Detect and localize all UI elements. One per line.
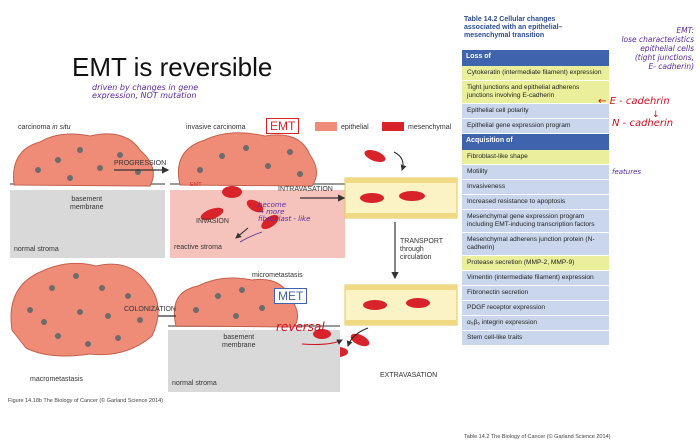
driven-annotation: driven by changes in gene expression, NO… xyxy=(92,83,199,100)
invasive-carcinoma-panel xyxy=(170,132,345,258)
table-row: Motility xyxy=(462,165,609,180)
table-row: Mesenchymal gene expression program incl… xyxy=(462,210,609,233)
macrometastasis-label: macrometastasis xyxy=(30,376,83,383)
normal-stroma-label-1: normal stroma xyxy=(14,246,59,253)
down-arrow-icon: ↓ xyxy=(652,110,660,120)
table-row: Epithelial cell polarity xyxy=(462,104,609,119)
blood-vessel-intravasation xyxy=(344,149,458,219)
legend-mesenchymal-label: mesenchymal xyxy=(408,124,452,131)
mesenchymal-cells-invading xyxy=(200,186,279,230)
table-row: α₅β₆ integrin expression xyxy=(462,316,609,331)
tumor-cell-cluster-1 xyxy=(13,133,154,187)
table-caption: Table 14.2 The Biology of Cancer (© Garl… xyxy=(464,434,611,440)
table-row: Epithelial gene expression program xyxy=(462,119,609,134)
intravasation-label: INTRAVASATION xyxy=(278,186,333,193)
table-row: Vimentin (intermediate filament) express… xyxy=(462,271,609,286)
section-loss-header: Loss of xyxy=(462,50,609,66)
section-acquisition-header: Acquisition of xyxy=(462,134,609,150)
micrometastasis-panel xyxy=(168,277,340,392)
macrometastasis-panel xyxy=(10,262,159,357)
carcinoma-in-situ-panel xyxy=(10,133,165,258)
invasion-label: INVASION xyxy=(196,218,229,225)
micrometastasis-label: micrometastasis xyxy=(252,272,303,279)
legend-epithelial-label: epithelial xyxy=(341,124,369,131)
tumor-cell-cluster-2 xyxy=(177,132,317,187)
figure-caption: Figure 14.18b The Biology of Cancer (© G… xyxy=(8,398,163,404)
table-row: Fibronectin secretion xyxy=(462,286,609,301)
slide-title: EMT is reversible xyxy=(72,52,273,82)
extravasation-label: EXTRAVASATION xyxy=(380,372,438,379)
table-row: PDGF receptor expression xyxy=(462,301,609,316)
progression-label: PROGRESSION xyxy=(114,160,167,167)
reactive-stroma-label: reactive stroma xyxy=(174,244,222,251)
table-row: Tight junctions and epithelial adherens … xyxy=(462,81,609,104)
table-row: Protease secretion (MMP-2, MMP-9) xyxy=(462,256,609,271)
reversal-annotation: reversal xyxy=(276,320,325,334)
table-row: Fibroblast-like shape xyxy=(462,150,609,165)
e-cadherin-note: ← E - cadehrin xyxy=(598,96,670,107)
carcinoma-in-situ-label: carcinoma in situ xyxy=(18,124,71,131)
blood-vessel-extravasation xyxy=(328,284,458,357)
invasive-carcinoma-label: invasive carcinoma xyxy=(186,124,246,131)
emt-definition-note: EMT: lose characteristics epithelial cel… xyxy=(621,26,694,71)
n-cadherin-note: N - cadherin xyxy=(612,118,674,129)
emt-box: EMT xyxy=(266,118,300,134)
met-box: MET xyxy=(274,288,308,304)
table-row: Cytokeratin (intermediate filament) expr… xyxy=(462,66,609,81)
table-row: Increased resistance to apoptosis xyxy=(462,195,609,210)
table-title: Table 14.2 Cellular changes associated w… xyxy=(464,16,563,39)
emt-figure-diagram xyxy=(10,132,458,392)
legend-mesenchymal-swatch xyxy=(382,122,404,131)
emt-small-label: EMT xyxy=(190,182,202,188)
table-row: Invasiveness xyxy=(462,180,609,195)
table-row: Stem cell-like traits xyxy=(462,331,609,346)
legend-epithelial-swatch xyxy=(315,122,337,131)
mesenchymal-features-note: features xyxy=(612,168,642,176)
colonization-label: COLONIZATION xyxy=(124,306,176,313)
emt-changes-table: Loss of Cytokeratin (intermediate filame… xyxy=(462,50,609,346)
normal-stroma-label-2: normal stroma xyxy=(172,380,217,387)
table-row: Mesenchymal adherens junction protein (N… xyxy=(462,233,609,256)
tumor-cell-cluster-3 xyxy=(173,277,298,328)
